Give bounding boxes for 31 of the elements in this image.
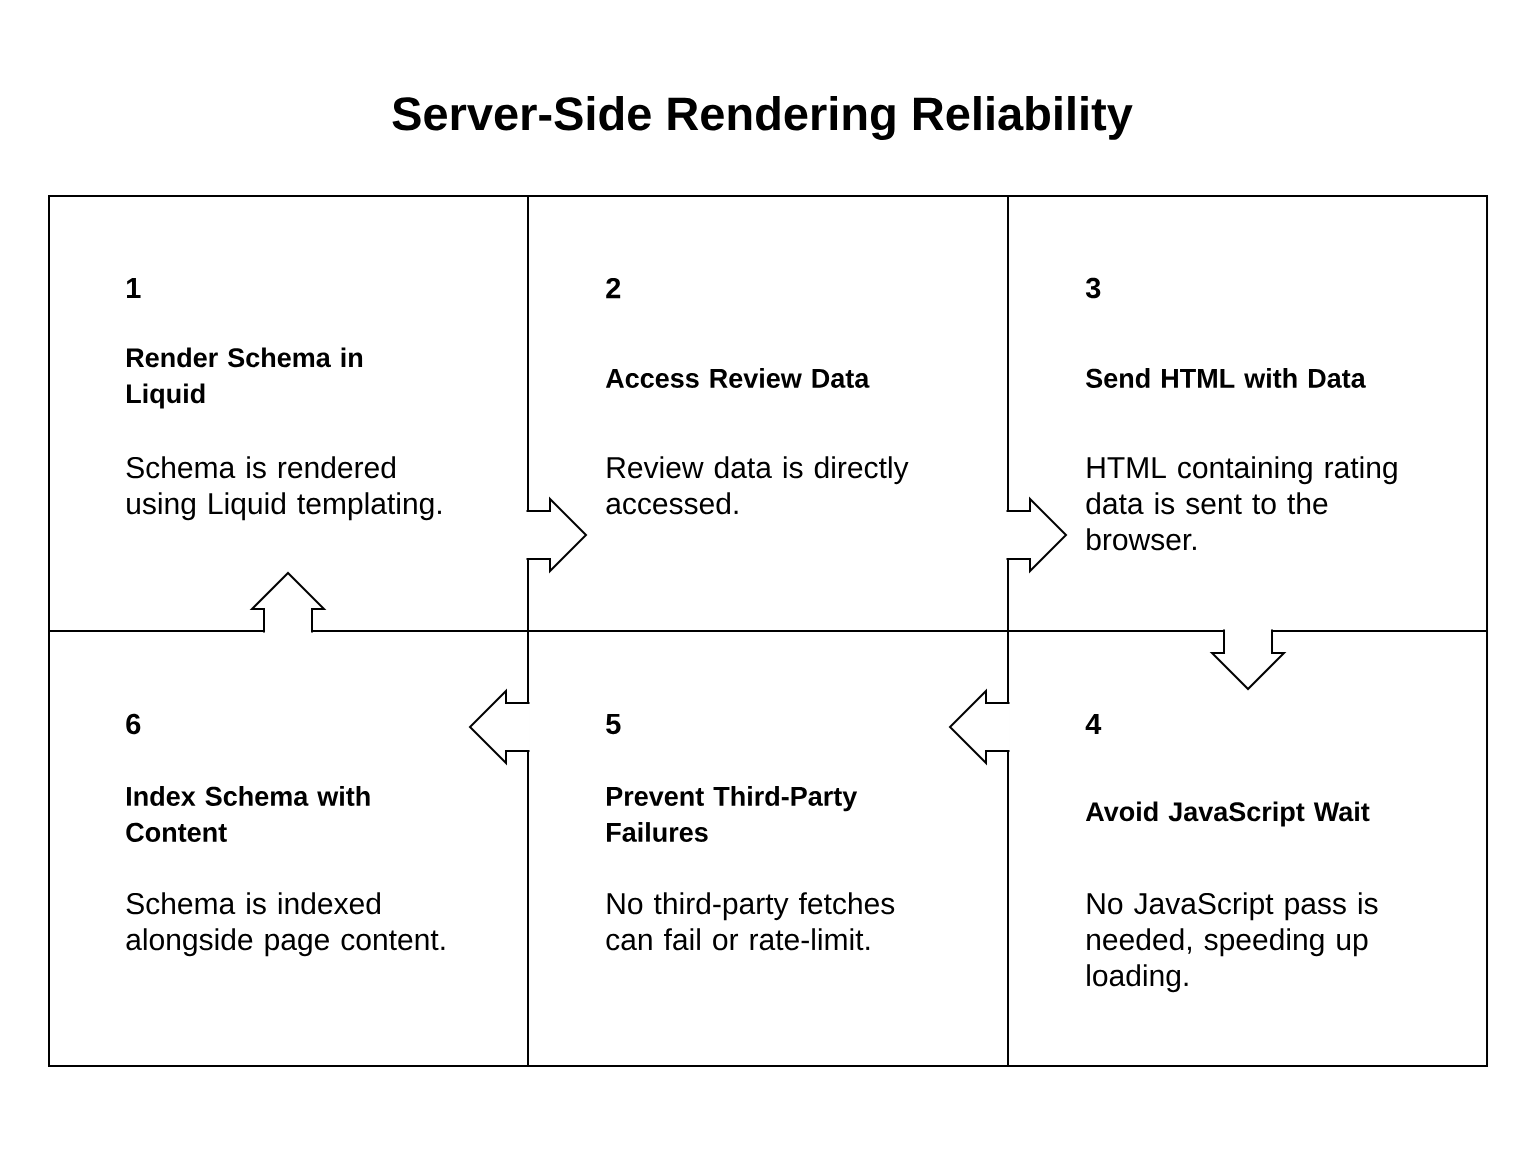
- step-description: No third-party fetches can fail or rate-limit.: [606, 892, 895, 951]
- block-arrow: [948, 688, 1011, 766]
- step-title: Avoid JavaScript Wait: [1085, 801, 1370, 827]
- step-title: Prevent Third-Party Failures: [607, 786, 858, 842]
- step-title: Index Schema with Content: [126, 786, 370, 842]
- step-number: 3: [1085, 277, 1101, 299]
- step-description: Review data is directly accessed.: [606, 456, 909, 515]
- step-card: [48, 195, 528, 631]
- step-number: 6: [126, 713, 141, 735]
- step-title: Send HTML with Data: [1086, 368, 1366, 388]
- step-title: Render Schema in Liquid: [127, 347, 363, 409]
- title: Server-Side Rendering Reliability: [392, 96, 1133, 140]
- step-description: HTML containing rating data is sent to the browser.: [1086, 456, 1397, 551]
- step-number: 1: [127, 278, 141, 298]
- step-card: [1008, 631, 1488, 1067]
- block-arrow: [468, 688, 531, 766]
- step-number: 2: [606, 277, 621, 299]
- step-number: 5: [606, 713, 621, 735]
- step-card: [48, 631, 528, 1067]
- block-arrow: [525, 496, 588, 574]
- block-arrow: [1005, 496, 1068, 574]
- step-card: [1008, 195, 1488, 631]
- step-description: No JavaScript pass is needed, speeding up loading.: [1087, 892, 1378, 993]
- step-description: Schema is rendered using Liquid templating.: [126, 456, 441, 521]
- step-card: [528, 195, 1008, 631]
- block-arrow: [249, 571, 327, 634]
- step-title: Access Review Data: [605, 368, 870, 388]
- step-description: Schema is indexed alongside page content.: [126, 892, 445, 957]
- step-number: 4: [1085, 714, 1102, 734]
- block-arrow: [1209, 628, 1287, 691]
- step-card: [528, 631, 1008, 1067]
